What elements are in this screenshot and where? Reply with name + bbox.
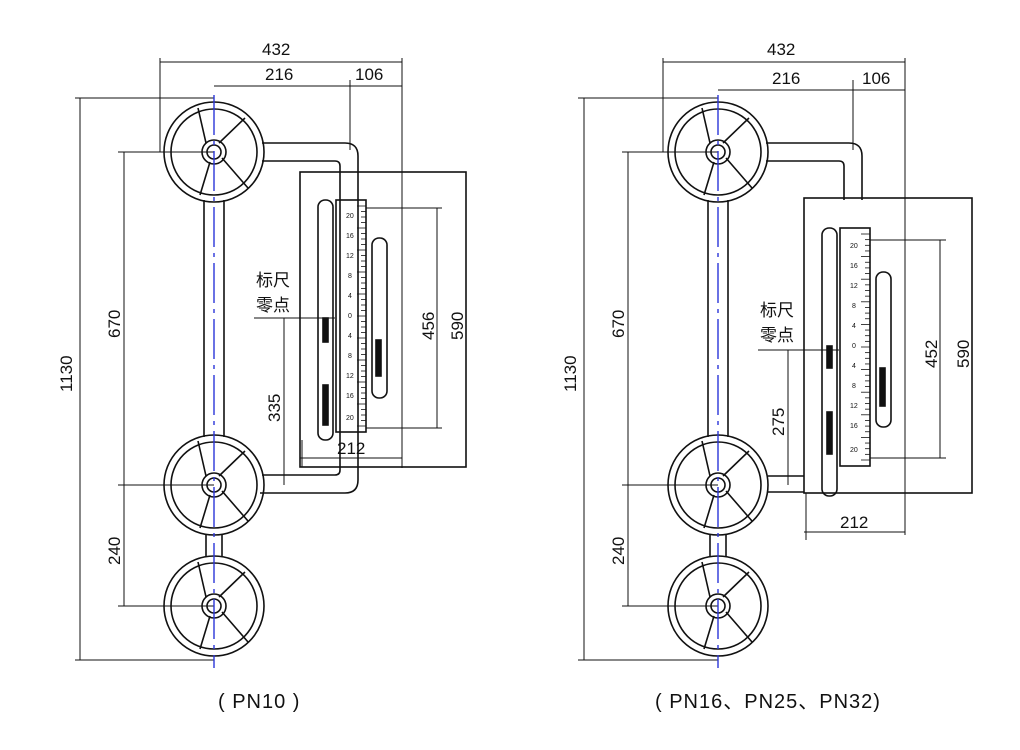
scale-tick-label: 8 xyxy=(348,353,352,360)
scale-tick-label: 4 xyxy=(852,363,856,370)
dim-zero-height: 335 xyxy=(265,394,284,422)
scale-zero-label-line1: 标尺 xyxy=(256,271,290,291)
scale-tick-label: 12 xyxy=(346,253,354,260)
left-dimensions xyxy=(578,97,718,661)
scale-tick-label: 0 xyxy=(852,343,856,350)
graduated-scale xyxy=(839,227,871,467)
scale-tick-label: 16 xyxy=(346,233,354,240)
dim-plate-height: 590 xyxy=(954,340,973,368)
dim-lower-spacing: 240 xyxy=(609,537,628,565)
dim-scale-range: 456 xyxy=(419,312,438,340)
plate-dimensions xyxy=(804,198,973,540)
float-tube-right xyxy=(875,271,892,428)
main-tube xyxy=(707,200,729,557)
dim-valve-spacing: 670 xyxy=(609,310,628,338)
scale-tick-label: 16 xyxy=(850,263,858,270)
scale-tick-label: 4 xyxy=(348,333,352,340)
bypass-pipe xyxy=(766,142,863,493)
level-indicator-bar xyxy=(826,345,833,369)
level-indicator-bar xyxy=(322,317,329,343)
float-tube-right xyxy=(371,237,388,399)
main-tube xyxy=(203,200,225,557)
plate-dimensions xyxy=(300,172,467,467)
drawing-pn16-pn25-pn32: 432 216 106 1130 670 240 xyxy=(561,40,973,713)
scale-labels: 20 16 12 8 4 0 4 8 12 16 20 xyxy=(346,213,354,422)
scale-tick-label: 4 xyxy=(852,323,856,330)
zero-height-dimension xyxy=(254,317,335,485)
dim-scale-range: 452 xyxy=(922,340,941,368)
scale-tick-label: 12 xyxy=(346,373,354,380)
dim-plate-width: 212 xyxy=(840,513,868,532)
dim-valve-spacing: 670 xyxy=(105,310,124,338)
scale-zero-label-line1: 标尺 xyxy=(760,301,794,321)
scale-tick-label: 16 xyxy=(346,393,354,400)
caption-pn10: ( PN10 ) xyxy=(218,691,300,713)
dim-lower-spacing: 240 xyxy=(105,537,124,565)
dim-offset: 106 xyxy=(355,65,383,84)
scale-tick-label: 20 xyxy=(850,243,858,250)
scale-tick-label: 0 xyxy=(348,313,352,320)
scale-tick-label: 8 xyxy=(852,303,856,310)
bypass-pipe xyxy=(260,142,359,494)
dim-total-height: 1130 xyxy=(57,355,76,392)
level-indicator-bar xyxy=(826,411,833,455)
top-dimensions xyxy=(159,58,403,468)
top-dimensions xyxy=(662,58,906,535)
scale-tick-label: 8 xyxy=(348,273,352,280)
dim-offset: 106 xyxy=(862,69,890,88)
scale-tick-label: 20 xyxy=(346,213,354,220)
scale-labels: 20 16 12 8 4 0 4 8 12 16 20 xyxy=(850,243,858,454)
caption-pn16-pn25-pn32: ( PN16、PN25、PN32) xyxy=(655,691,881,713)
drawing-pn10: 432 216 106 1130 670 240 xyxy=(57,40,467,713)
scale-tick-label: 12 xyxy=(850,283,858,290)
level-indicator-bar xyxy=(322,384,329,426)
scale-tick-label: 20 xyxy=(850,447,858,454)
dim-half-width: 216 xyxy=(265,65,293,84)
float-tube-left xyxy=(317,199,334,441)
scale-zero-label-line2: 零点 xyxy=(256,296,290,316)
scale-tick-label: 4 xyxy=(348,293,352,300)
level-indicator-bar xyxy=(879,367,886,407)
scale-tick-label: 16 xyxy=(850,423,858,430)
zero-height-dimension xyxy=(758,349,839,485)
dim-total-height: 1130 xyxy=(561,355,580,392)
dim-overall-width: 432 xyxy=(767,40,795,59)
dim-overall-width: 432 xyxy=(262,40,290,59)
scale-tick-label: 20 xyxy=(346,415,354,422)
dim-plate-width: 212 xyxy=(337,439,365,458)
dim-plate-height: 590 xyxy=(448,312,467,340)
dim-zero-height: 275 xyxy=(769,408,788,436)
float-tube-left xyxy=(821,227,838,497)
dim-half-width: 216 xyxy=(772,69,800,88)
level-indicator-bar xyxy=(375,339,382,377)
scale-tick-label: 12 xyxy=(850,403,858,410)
left-dimensions xyxy=(75,97,214,661)
scale-tick-label: 8 xyxy=(852,383,856,390)
graduated-scale xyxy=(335,199,367,433)
scale-zero-label-line2: 零点 xyxy=(760,326,794,346)
